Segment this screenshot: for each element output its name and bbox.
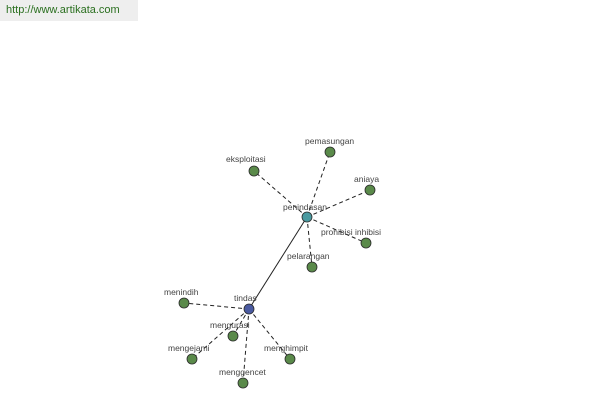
node-mengurasi[interactable] (227, 330, 239, 342)
node-mengejami[interactable] (186, 353, 198, 365)
node-menindih[interactable] (178, 297, 190, 309)
edge-tindas-mengejami (191, 308, 250, 360)
node-label-eksploitasi[interactable]: eksploitasi (226, 154, 266, 164)
graph-labels: penindasan tindas eksploitasi pemasungan ani… (164, 136, 381, 377)
node-tindas[interactable] (243, 303, 255, 315)
node-label-mengurasi[interactable]: mengurasi (210, 320, 250, 330)
edge-penindasan-pemasungan (306, 151, 331, 218)
graph-edges (183, 151, 371, 384)
node-menggencet[interactable] (237, 377, 249, 389)
edge-penindasan-tindas (248, 216, 308, 310)
node-label-penindasan[interactable]: penindasan (283, 202, 327, 212)
node-aniaya[interactable] (364, 184, 376, 196)
edge-tindas-menghimpit (248, 308, 291, 360)
node-label-aniaya[interactable]: aniaya (354, 174, 379, 184)
edge-penindasan-pelarangan (306, 216, 313, 268)
node-label-mengejami[interactable]: mengejami (168, 343, 210, 353)
node-pelarangan[interactable] (306, 261, 318, 273)
source-url[interactable]: http://www.artikata.com (0, 0, 138, 21)
node-penindasan[interactable] (301, 211, 313, 223)
edge-tindas-mengurasi (232, 308, 250, 337)
node-menghimpit[interactable] (284, 353, 296, 365)
node-label-pelarangan[interactable]: pelarangan (287, 251, 330, 261)
edge-tindas-menindih (183, 302, 250, 310)
node-label-menggencet[interactable]: menggencet (219, 367, 266, 377)
node-label-pemasungan[interactable]: pemasungan (305, 136, 354, 146)
node-pemasungan[interactable] (324, 146, 336, 158)
node-label-tindas[interactable]: tindas (234, 293, 257, 303)
node-label-menghimpit[interactable]: menghimpit (264, 343, 309, 353)
node-label-menindih[interactable]: menindih (164, 287, 199, 297)
edge-tindas-menggencet (242, 308, 250, 384)
node-eksploitasi[interactable] (248, 165, 260, 177)
graph-nodes (178, 146, 376, 389)
node-label-prohibisi[interactable]: prohibisi inhibisi (321, 227, 381, 237)
node-prohibisi[interactable] (360, 237, 372, 249)
edge-penindasan-aniaya (306, 189, 371, 218)
edge-penindasan-prohibisi (306, 216, 367, 244)
edge-penindasan-eksploitasi (253, 170, 308, 218)
